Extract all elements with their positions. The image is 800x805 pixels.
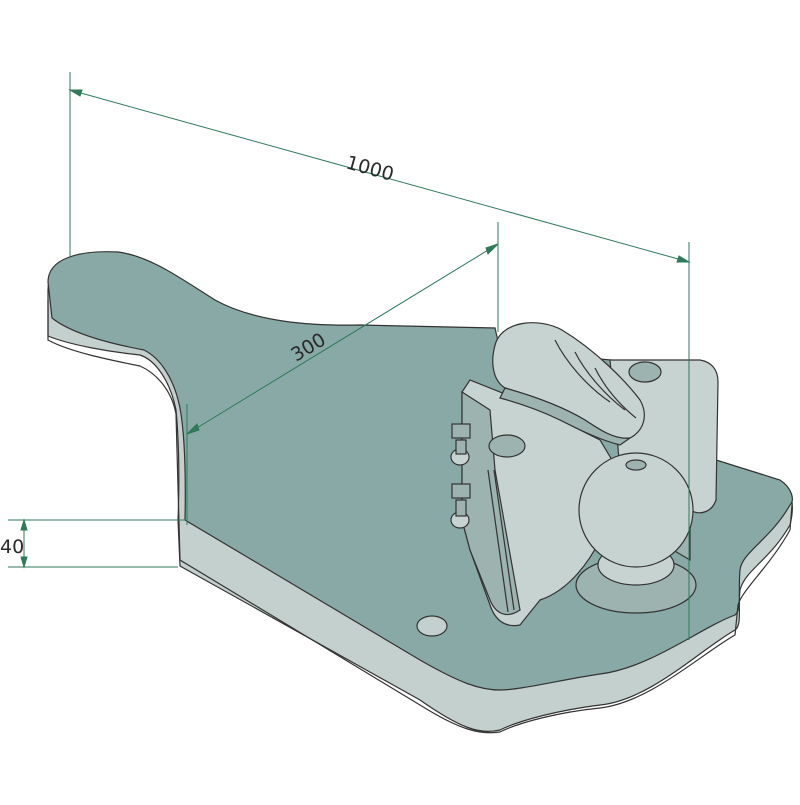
tow-ball [578,452,694,568]
plate-bottom-edge [47,300,793,734]
dimension-line [186,243,499,435]
housing-hole-front [488,434,526,458]
coupling-housing [450,322,719,627]
housing-hole-rear [628,361,662,383]
mounting-hole [416,615,448,637]
upper-bolt [450,423,471,466]
ball-top-hole [625,459,647,471]
arrow-head [20,518,28,531]
handle-groove-2 [574,351,626,411]
arrow-head [186,423,200,435]
handle-groove-3 [594,367,637,419]
housing-rib-1 [487,469,509,613]
handle-groove-1 [554,339,611,403]
handle-grip [499,387,631,446]
thickness-label: 40 [0,536,24,558]
dimension-line [69,89,690,263]
dimension-thickness: 40 [0,518,186,569]
arrow-head [485,243,499,255]
lower-bolt [450,483,471,529]
arrow-head [68,89,83,97]
length-label: 1000 [344,152,396,186]
housing-side-face [461,390,521,615]
arrow-head [20,556,28,569]
arrow-head [676,255,691,263]
housing-rib-2 [493,469,515,611]
